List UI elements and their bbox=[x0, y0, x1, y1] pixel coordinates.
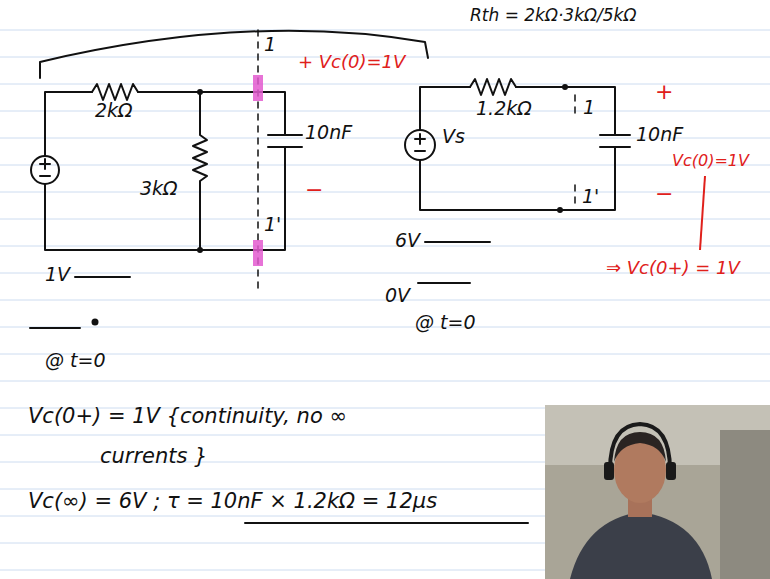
capacitor-value: 10nF bbox=[305, 122, 352, 143]
wire bbox=[45, 92, 92, 156]
wire bbox=[420, 147, 615, 210]
time-note: @ t=0 bbox=[415, 312, 476, 333]
source-name: Vs bbox=[442, 126, 465, 147]
webcam-inset bbox=[545, 405, 770, 579]
underline bbox=[245, 522, 528, 524]
wire bbox=[420, 87, 470, 130]
initial-voltage-note: Vc(0)=1V bbox=[672, 152, 749, 170]
initial-voltage-result: ⇒ Vc(0+) = 1V bbox=[606, 258, 740, 278]
equation-note: Vc(0+) = 1V {continuity, no ∞ bbox=[28, 405, 347, 428]
resistor-value: 2kΩ bbox=[95, 100, 133, 121]
polarity-sign: + bbox=[655, 80, 673, 104]
node-dots bbox=[92, 84, 569, 326]
polarity-sign: − bbox=[655, 182, 673, 206]
red-leader-line bbox=[700, 176, 705, 250]
resistor-symbol bbox=[470, 79, 516, 95]
terminal-label: 1' bbox=[582, 186, 599, 207]
terminal-label: 1 bbox=[264, 34, 276, 55]
step-line bbox=[418, 242, 490, 283]
source-sign bbox=[40, 159, 50, 176]
terminal-label: 1 bbox=[583, 97, 595, 118]
equation-note: currents } bbox=[100, 445, 208, 468]
dashed-cut-line bbox=[574, 95, 576, 205]
resistor-value: 1.2kΩ bbox=[476, 98, 532, 119]
bracket-curve bbox=[40, 31, 428, 78]
capacitor-symbol bbox=[268, 135, 302, 147]
time-note: @ t=0 bbox=[45, 350, 106, 371]
source-sign bbox=[415, 134, 425, 151]
ruled-lines bbox=[0, 30, 770, 570]
initial-voltage-note: + Vc(0)=1V bbox=[298, 52, 405, 72]
source-level: 0V bbox=[385, 285, 410, 306]
equation-note: Vc(∞) = 6V ; τ = 10nF × 1.2kΩ = 12µs bbox=[28, 490, 437, 513]
resistor-symbol bbox=[193, 92, 207, 250]
thevenin-resistance: Rth = 2kΩ·3kΩ/5kΩ bbox=[470, 6, 636, 25]
cut-markers bbox=[253, 75, 263, 266]
resistor-symbol bbox=[92, 84, 138, 100]
polarity-sign: − bbox=[305, 178, 323, 202]
source-level: 6V bbox=[395, 230, 420, 251]
capacitor-symbol bbox=[600, 135, 630, 147]
voltage-source-symbol bbox=[31, 156, 59, 184]
terminal-label: 1' bbox=[264, 214, 281, 235]
wire bbox=[45, 147, 285, 250]
source-level: 1V bbox=[45, 264, 70, 285]
voltage-source-symbol bbox=[405, 130, 435, 160]
resistor-value: 3kΩ bbox=[140, 178, 178, 199]
capacitor-value: 10nF bbox=[636, 124, 683, 145]
